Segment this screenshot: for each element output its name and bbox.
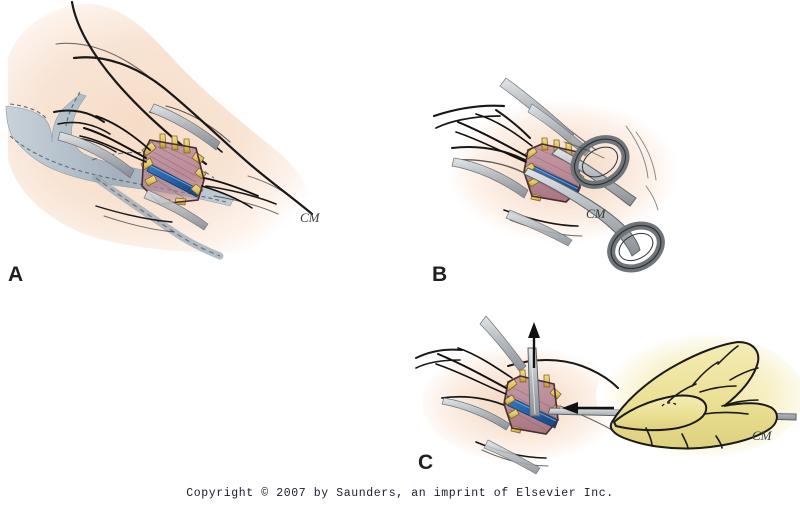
up-arrow xyxy=(528,322,540,368)
artist-signature: CM xyxy=(752,428,773,443)
panel-a: CM A xyxy=(0,0,400,300)
panel-c: CM C xyxy=(400,310,800,490)
skin-contour-lines xyxy=(53,0,314,233)
panel-c-artwork: CM xyxy=(415,315,800,475)
copyright-notice: Copyright © 2007 by Saunders, an imprint… xyxy=(186,487,614,500)
panel-label-b: B xyxy=(432,263,448,286)
groin-incision-wound xyxy=(140,133,207,207)
instrument-shafts xyxy=(441,315,541,475)
panel-b: CM B xyxy=(400,60,800,300)
stripper-elevated-segment xyxy=(527,347,541,417)
panel-label-c: C xyxy=(418,451,434,474)
instrument-arms xyxy=(57,103,221,231)
gloved-hand xyxy=(609,340,778,450)
instrument-shafts xyxy=(451,77,591,247)
panel-b-artwork: CM xyxy=(432,77,694,273)
panel-a-artwork: CM xyxy=(5,0,321,260)
silk-tie-sutures xyxy=(79,115,259,209)
ring-handled-scissors xyxy=(523,125,665,273)
artist-signature: CM xyxy=(586,206,607,221)
distal-vein-dashed xyxy=(92,174,224,260)
artist-signature: CM xyxy=(300,210,321,225)
silk-tie-sutures xyxy=(435,347,513,395)
exposed-saphenous-vein xyxy=(146,163,201,198)
panel-label-a: A xyxy=(8,263,24,286)
left-arrow xyxy=(562,402,614,414)
silk-tie-sutures xyxy=(455,113,533,163)
